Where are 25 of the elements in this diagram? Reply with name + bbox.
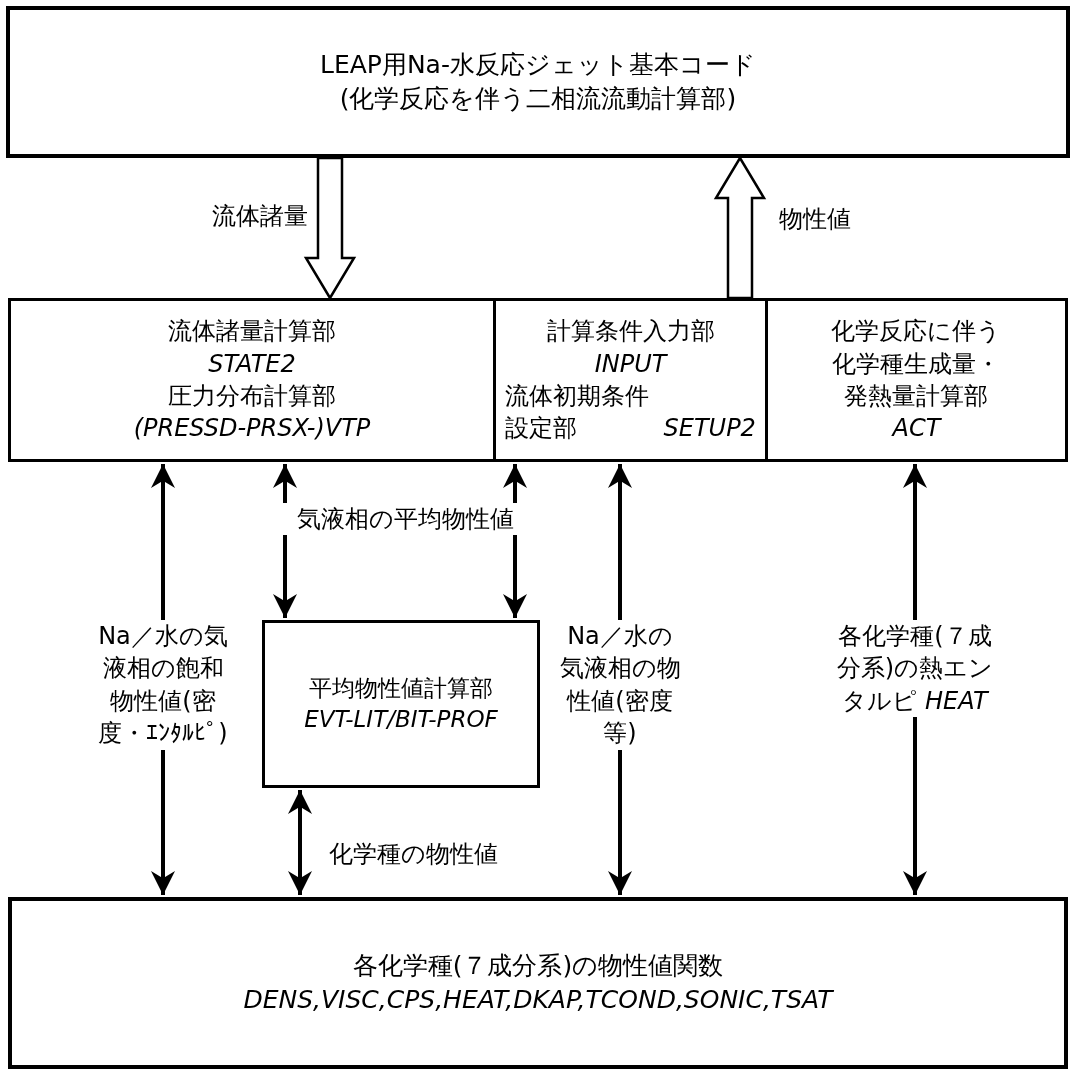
node-text: 化学反応に伴う化学種生成量・発熱量計算部	[831, 316, 1002, 412]
node-text: (化学反応を伴う二相流流動計算部)	[339, 83, 737, 115]
node-text: DENS,VISC,CPS,HEAT,DKAP,TCOND,SONIC,TSAT	[243, 984, 833, 1016]
node-text: ACT	[892, 413, 941, 445]
node-text: STATE2	[208, 348, 296, 380]
node-text: INPUT	[594, 348, 667, 380]
block-arrow	[303, 156, 357, 301]
double-arrow	[288, 790, 312, 895]
node-text: SETUP2	[663, 413, 756, 445]
module-box	[262, 620, 540, 788]
code-box	[6, 6, 1070, 158]
node-text: 計算条件入力部	[546, 316, 715, 348]
node-text: (PRESSD-PRSX-)VTP	[133, 413, 371, 445]
function-box	[8, 897, 1068, 1069]
node-text: 流体諸量計算部	[168, 316, 336, 348]
module-box	[765, 298, 1068, 462]
module-box	[8, 298, 496, 462]
module-box	[493, 298, 768, 462]
node-text: 圧力分布計算部	[168, 381, 336, 412]
node-text: LEAP用Na-水反応ジェット基本コード	[320, 49, 756, 82]
node-text: EVT-LIT/BIT-PROF	[304, 705, 498, 734]
node-text: 各化学種(７成分系)の物性値関数	[352, 950, 724, 983]
block-arrow	[713, 155, 767, 300]
node-text: 平均物性値計算部	[309, 673, 493, 703]
node-text: 流体初期条件設定部	[505, 381, 651, 445]
